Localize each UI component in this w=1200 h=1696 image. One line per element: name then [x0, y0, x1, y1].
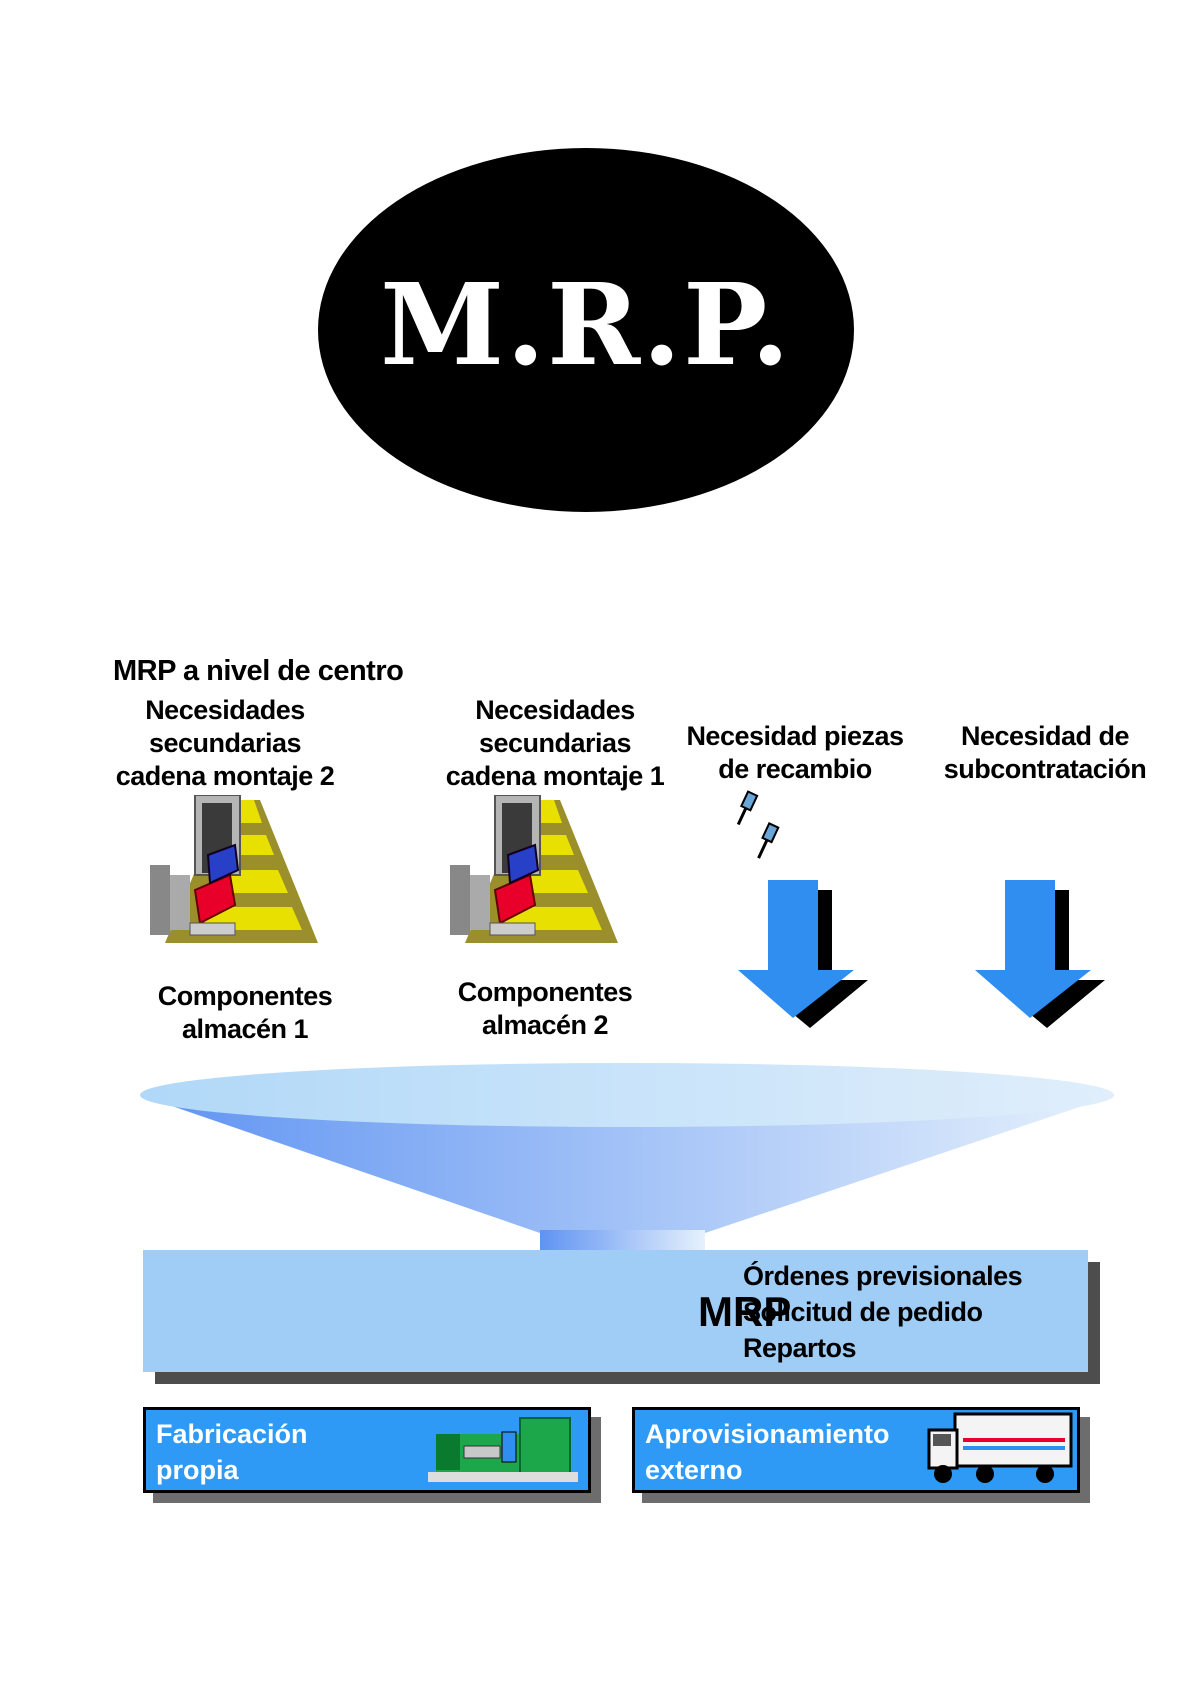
- logo-ellipse: [318, 148, 854, 512]
- assembly-line-icon: [150, 795, 318, 943]
- procurement-line: Fabricación: [156, 1419, 308, 1449]
- logo-text: M.R.P.: [380, 260, 792, 391]
- mrp-output-line: Órdenes previsionales: [743, 1261, 1023, 1291]
- mrp-box: MRP Órdenes previsionales Solicitud de p…: [143, 1250, 1088, 1372]
- mrp-output-line: Repartos: [743, 1333, 857, 1363]
- source-spare-parts: Necesidad piezas de recambio: [670, 720, 920, 786]
- source-line: secundarias: [478, 728, 632, 758]
- warehouse-line: almacén 2: [481, 1010, 609, 1040]
- source-line: Necesidad de: [960, 721, 1130, 751]
- source-line: de recambio: [718, 754, 872, 784]
- warehouse-line: almacén 1: [181, 1014, 309, 1044]
- source-subcontracting: Necesidad de subcontratación: [925, 720, 1165, 786]
- procurement-label: Fabricación propia: [156, 1416, 308, 1488]
- external-procurement-box: Aprovisionamiento externo: [632, 1407, 1080, 1493]
- warehouse-label-2: Componentes almacén 2: [435, 976, 655, 1042]
- source-line: secundarias: [148, 728, 302, 758]
- source-line: cadena montaje 1: [445, 761, 665, 791]
- source-line: subcontratación: [943, 754, 1147, 784]
- spare-parts-icon: [736, 790, 780, 859]
- down-arrow-icon: [975, 880, 1105, 1028]
- mrp-funnel: [140, 1063, 1115, 1255]
- mrp-outputs: Órdenes previsionales Solicitud de pedid…: [743, 1258, 1023, 1366]
- warehouse-line: Componentes: [457, 977, 633, 1007]
- warehouse-line: Componentes: [157, 981, 333, 1011]
- down-arrow-icon: [738, 880, 868, 1028]
- source-line: Necesidades: [145, 695, 305, 725]
- source-assembly-line-2: Necesidades secundarias cadena montaje 2: [95, 694, 355, 793]
- in-house-production-box: Fabricación propia: [143, 1407, 591, 1493]
- source-assembly-line-1: Necesidades secundarias cadena montaje 1: [425, 694, 685, 793]
- procurement-label: Aprovisionamiento externo: [645, 1416, 890, 1488]
- procurement-line: externo: [645, 1455, 743, 1485]
- assembly-line-icon: [450, 795, 618, 943]
- mrp-title: MRP: [698, 1288, 792, 1335]
- warehouse-label-1: Componentes almacén 1: [135, 980, 355, 1046]
- mrp-output-line: Solicitud de pedido: [743, 1297, 983, 1327]
- delivery-truck-icon: [927, 1412, 1073, 1483]
- diagram-title: MRP a nivel de centro: [113, 655, 404, 687]
- factory-machine-icon: [428, 1417, 578, 1482]
- procurement-line: Aprovisionamiento: [645, 1419, 890, 1449]
- source-line: Necesidad piezas: [686, 721, 904, 751]
- procurement-line: propia: [156, 1455, 239, 1485]
- source-line: Necesidades: [475, 695, 635, 725]
- source-line: cadena montaje 2: [115, 761, 335, 791]
- mrp-logo: M.R.P.: [316, 140, 856, 520]
